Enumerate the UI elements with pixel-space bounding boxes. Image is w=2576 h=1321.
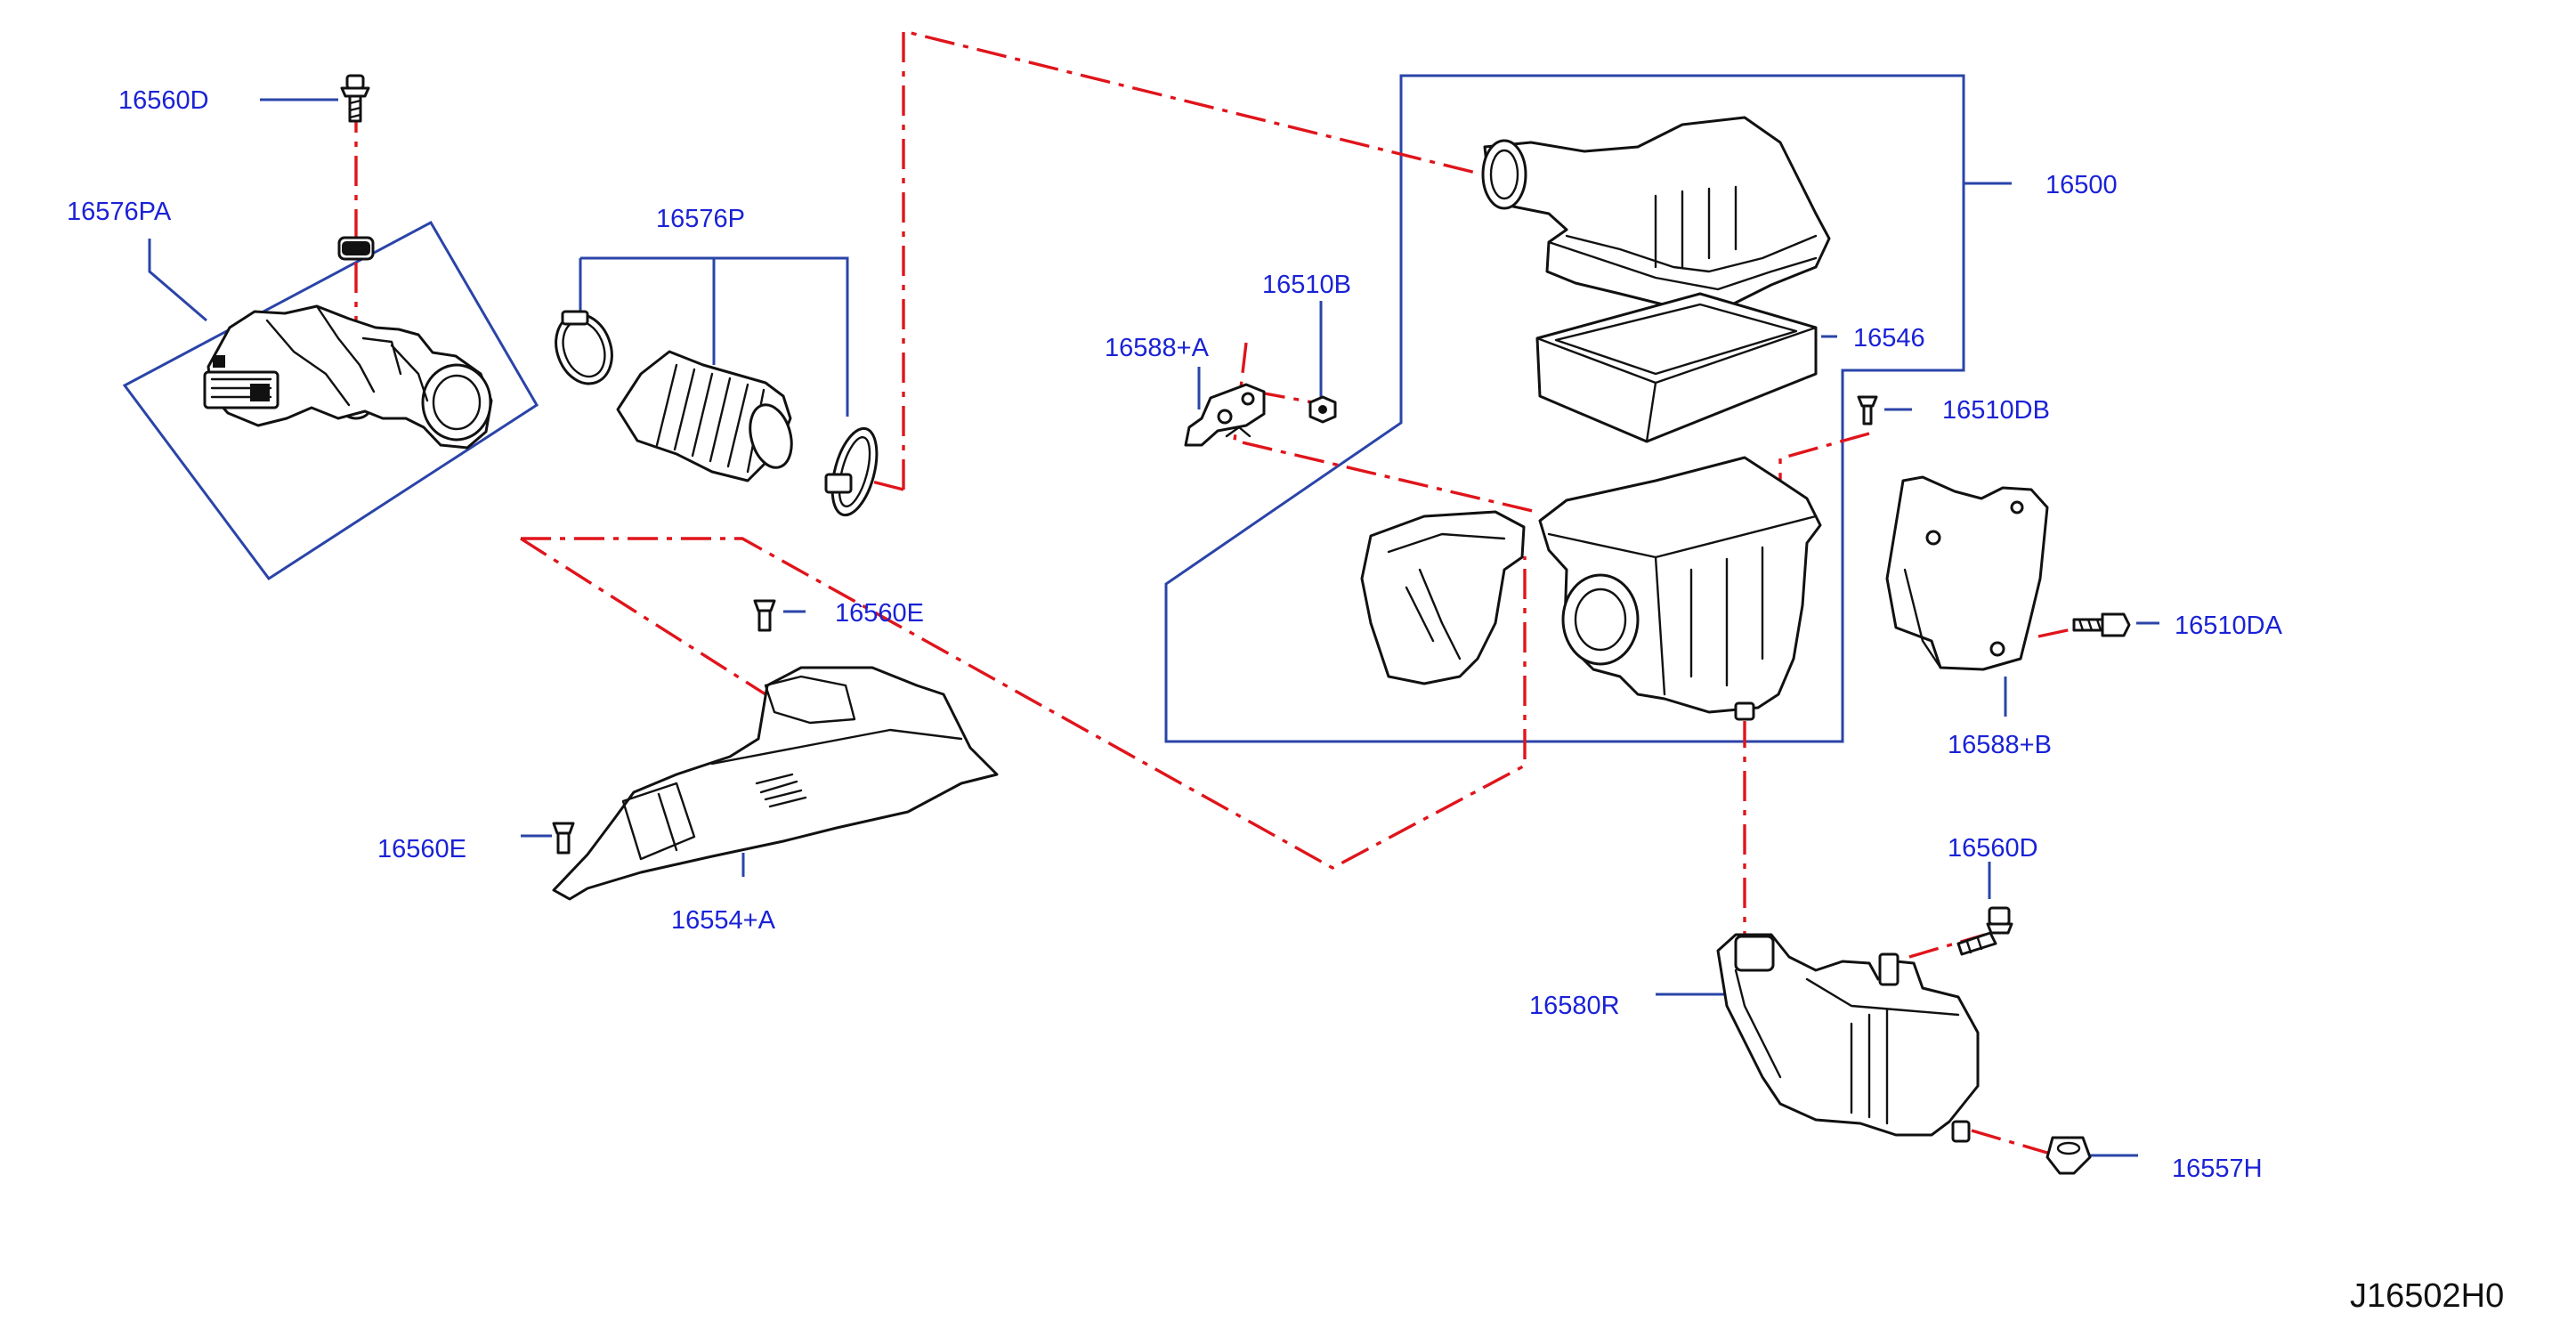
callout-16560E-left: 16560E	[377, 835, 466, 863]
part-16588A-bracket	[1184, 383, 1266, 447]
callout-16510B: 16510B	[1262, 271, 1351, 299]
group-frame-16500	[1164, 74, 1965, 743]
part-16576PA-resonator	[203, 304, 493, 450]
bolt-16560D-right	[1956, 906, 2013, 956]
part-16557H-grommet	[2045, 1136, 2092, 1175]
part-16500-upper-cover	[1481, 116, 1831, 313]
leader-lines	[148, 98, 2159, 1157]
callout-16576PA: 16576PA	[67, 198, 172, 226]
part-16546-filter	[1535, 292, 1818, 443]
callout-16546: 16546	[1853, 324, 1925, 353]
part-16576P-hose	[555, 310, 879, 517]
diagram-reference-code: J16502H0	[2350, 1277, 2504, 1315]
callout-16560D-top: 16560D	[118, 86, 209, 115]
callout-16510DA: 16510DA	[2175, 612, 2283, 640]
callout-16588B: 16588+B	[1948, 731, 2052, 759]
bolt-16560E-left	[552, 822, 575, 855]
callout-16576P: 16576P	[656, 205, 745, 233]
callout-16560E-top: 16560E	[835, 599, 924, 628]
callout-16554A: 16554+A	[671, 906, 776, 935]
callout-16500: 16500	[2045, 171, 2118, 199]
callout-16557H: 16557H	[2172, 1155, 2263, 1183]
callout-16510DB: 16510DB	[1942, 396, 2050, 425]
part-inlet-duct	[1360, 510, 1526, 685]
part-16510DA-bolt	[2072, 612, 2131, 637]
part-16580R-resonator	[1716, 933, 1980, 1143]
bolt-16560D-top	[340, 74, 370, 123]
bolt-16560E-top	[753, 599, 776, 632]
callout-16560D-right: 16560D	[1948, 834, 2038, 863]
group-frame-16576PA	[122, 220, 539, 581]
part-16588B-bracket	[1885, 475, 2049, 671]
callout-16588A: 16588+A	[1105, 334, 1210, 362]
callout-16580R: 16580R	[1529, 992, 1620, 1020]
part-16510DB-screw	[1857, 395, 1878, 425]
part-16500-lower-case	[1538, 456, 1822, 721]
part-16554A-inlet	[552, 666, 999, 901]
part-16510B-nut	[1308, 395, 1337, 424]
